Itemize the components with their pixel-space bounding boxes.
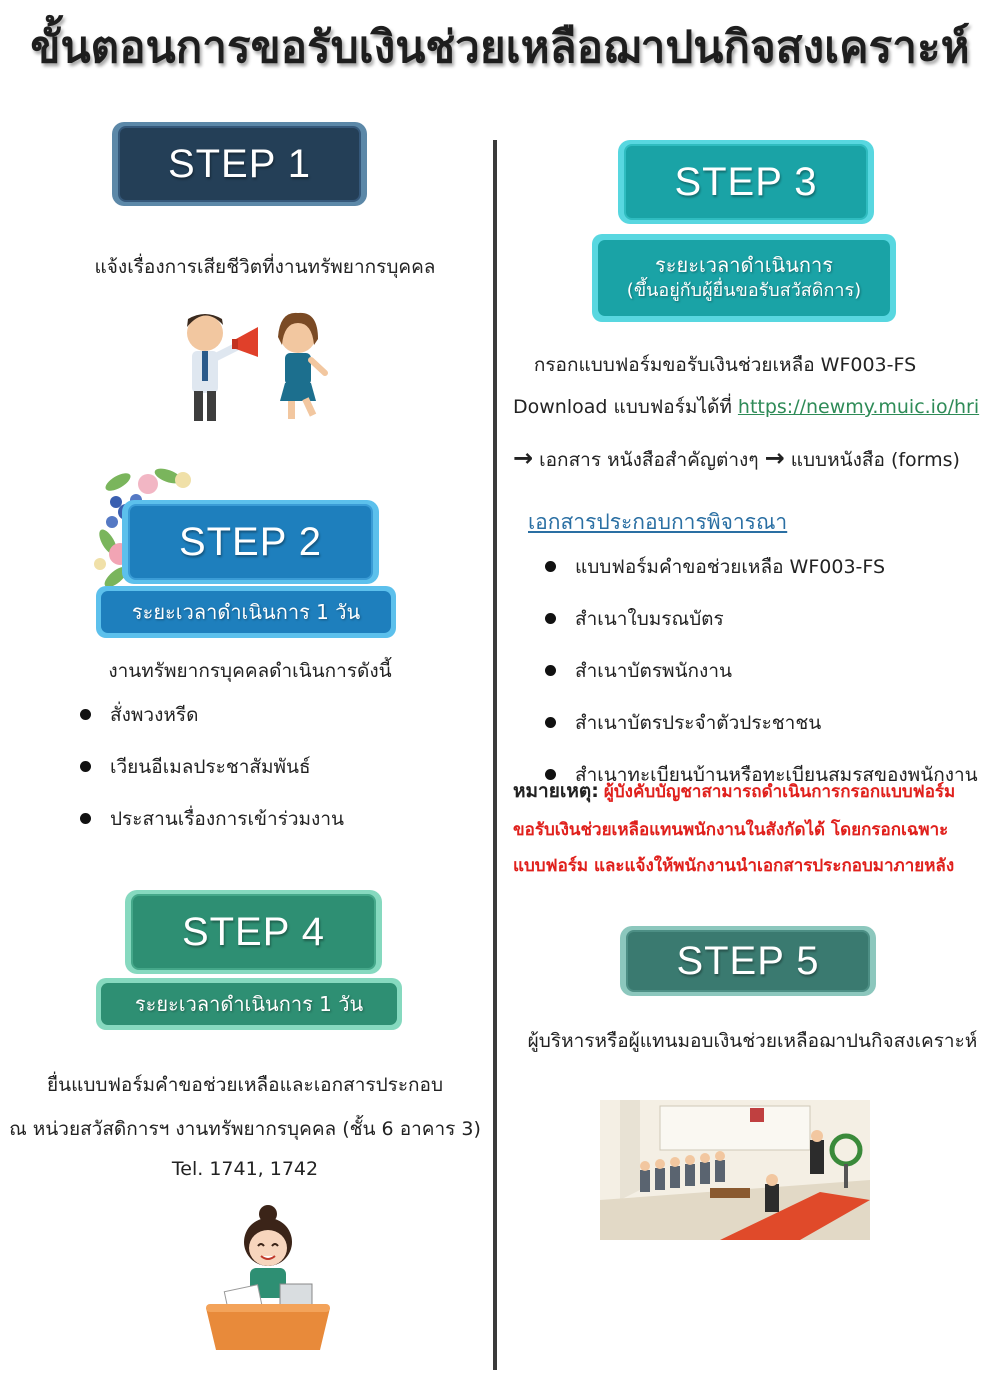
list-item: สั่งพวงหรีด <box>80 700 344 730</box>
note-label: หมายเหตุ: <box>513 780 599 802</box>
step2-duration-box: ระยะเวลาดำเนินการ 1 วัน <box>96 586 396 638</box>
path-part-documents: เอกสาร หนังสือสำคัญต่างๆ <box>539 449 759 471</box>
note-text: แบบฟอร์ม และแจ้งให้พนักงานนำเอกสารประกอบ… <box>513 856 955 876</box>
step3-form-text: กรอกแบบฟอร์มขอรับเงินช่วยเหลือ WF003-FS <box>533 354 917 376</box>
step4-badge-label: STEP 4 <box>131 894 376 970</box>
step3-badge: STEP 3 <box>618 140 874 224</box>
documents-list: แบบฟอร์มคำขอช่วยเหลือ WF003-FS สำเนาใบมร… <box>545 552 978 790</box>
step5-badge: STEP 5 <box>620 926 876 996</box>
step1-badge: STEP 1 <box>112 122 367 206</box>
navigation-path: → เอกสาร หนังสือสำคัญต่างๆ → แบบหนังสือ … <box>513 444 960 475</box>
step4-badge: STEP 4 <box>125 890 382 974</box>
column-divider <box>493 140 497 1370</box>
note-text: ขอรับเงินช่วยเหลือแทนพนักงานในสังกัดได้ … <box>513 820 949 840</box>
step2-badge: STEP 2 <box>122 500 379 584</box>
step4-duration: ระยะเวลาดำเนินการ 1 วัน <box>134 991 364 1016</box>
step4-line2: ณ หน่วยสวัสดิการฯ งานทรัพยากรบุคคล (ชั้น… <box>9 1118 481 1140</box>
list-item: สำเนาใบมรณบัตร <box>545 604 978 634</box>
arrow-right-icon: → <box>764 444 785 472</box>
download-link[interactable]: https://newmy.muic.io/hri <box>737 396 980 418</box>
step2-badge-label: STEP 2 <box>128 504 373 580</box>
step1-text: แจ้งเรื่องการเสียชีวิตที่งานทรัพยากรบุคค… <box>94 256 436 278</box>
list-item: สำเนาบัตรพนักงาน <box>545 656 978 686</box>
list-item: สำเนาทะเบียนบ้านหรือทะเบียนสมรสของพนักงา… <box>545 760 978 790</box>
arrow-right-icon: → <box>513 444 534 472</box>
download-line: Download แบบฟอร์มได้ที่ https://newmy.mu… <box>513 392 979 422</box>
step2-duration: ระยะเวลาดำเนินการ 1 วัน <box>131 599 361 624</box>
step4-line1: ยื่นแบบฟอร์มคำขอช่วยเหลือและเอกสารประกอบ <box>46 1074 444 1096</box>
office-worker-illustration <box>206 1205 330 1350</box>
step2-intro: งานทรัพยากรบุคคลดำเนินการดังนี้ <box>108 660 392 682</box>
step2-list: สั่งพวงหรีด เวียนอีเมลประชาสัมพันธ์ ประส… <box>80 700 344 834</box>
step5-text: ผู้บริหารหรือผู้แทนมอบเงินช่วยเหลือฌาปนก… <box>527 1030 978 1052</box>
list-item: ประสานเรื่องการเข้าร่วมงาน <box>80 804 344 834</box>
step3-duration-box: ระยะเวลาดำเนินการ (ขึ้นอยู่กับผู้ยื่นขอร… <box>592 234 896 322</box>
list-item: แบบฟอร์มคำขอช่วยเหลือ WF003-FS <box>545 552 978 582</box>
ceremony-illustration <box>600 1100 870 1240</box>
documents-heading: เอกสารประกอบการพิจารณา <box>528 510 788 534</box>
list-item: สำเนาบัตรประจำตัวประชาชน <box>545 708 978 738</box>
announcement-illustration <box>187 312 328 421</box>
path-part-forms: แบบหนังสือ (forms) <box>790 449 960 471</box>
step5-badge-label: STEP 5 <box>626 930 870 992</box>
step3-duration-note: (ขึ้นอยู่กับผู้ยื่นขอรับสวัสดิการ) <box>626 280 862 302</box>
page-title: ขั้นตอนการขอรับเงินช่วยเหลือฌาปนกิจสงเคร… <box>30 22 970 73</box>
download-prefix: Download แบบฟอร์มได้ที่ <box>513 396 738 418</box>
step3-badge-label: STEP 3 <box>624 144 868 220</box>
note-line-1: หมายเหตุ: ผู้บังคับบัญชาสามารถดำเนินการก… <box>513 776 955 806</box>
step1-badge-label: STEP 1 <box>118 126 361 202</box>
note-text: ผู้บังคับบัญชาสามารถดำเนินการกรอกแบบฟอร์… <box>603 782 956 802</box>
step4-phone: Tel. 1741, 1742 <box>171 1158 319 1180</box>
step4-duration-box: ระยะเวลาดำเนินการ 1 วัน <box>96 978 402 1030</box>
step3-duration: ระยะเวลาดำเนินการ <box>655 253 833 278</box>
list-item: เวียนอีเมลประชาสัมพันธ์ <box>80 752 344 782</box>
